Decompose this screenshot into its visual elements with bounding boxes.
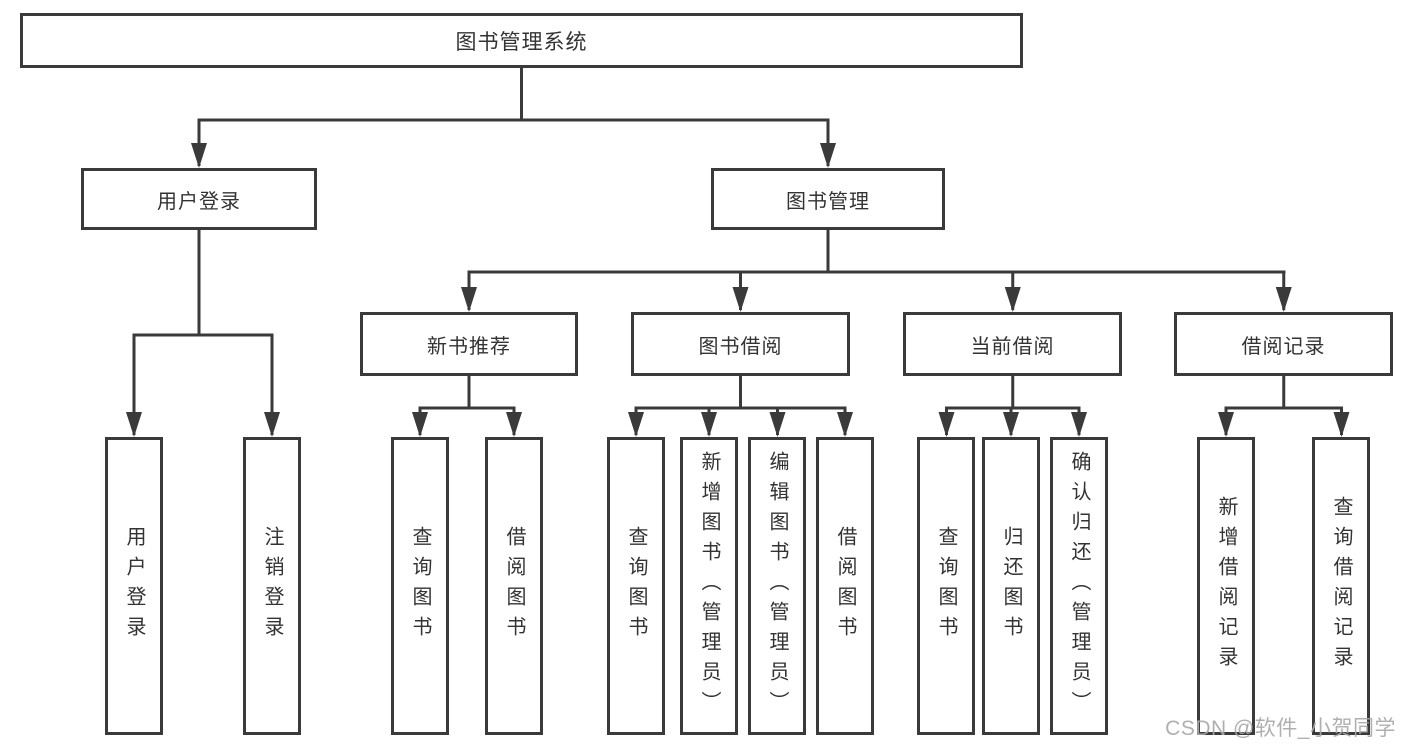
node-current-borrow: 当前借阅 xyxy=(903,312,1122,376)
node-user-login: 用户登录 xyxy=(81,168,317,230)
leaf-return-books: 归还图书 xyxy=(982,437,1040,735)
leaf-confirm-return-admin: 确认归还（管理员） xyxy=(1050,437,1108,735)
leaf-query-books-current: 查询图书 xyxy=(917,437,975,735)
leaf-query-books-borrow: 查询图书 xyxy=(607,437,665,735)
leaf-logout: 注销登录 xyxy=(243,437,301,735)
node-new-book-recommend: 新书推荐 xyxy=(360,312,578,376)
connector-arrowheads xyxy=(126,143,1350,437)
node-library-management-system: 图书管理系统 xyxy=(20,13,1023,68)
leaf-add-books-admin: 新增图书（管理员） xyxy=(680,437,738,735)
leaf-edit-books-admin: 编辑图书（管理员） xyxy=(748,437,806,735)
leaf-query-books-recommend: 查询图书 xyxy=(391,437,449,735)
node-borrow-records: 借阅记录 xyxy=(1174,312,1393,376)
leaf-user-login: 用户登录 xyxy=(105,437,163,735)
connector-lines xyxy=(132,68,1343,435)
node-book-borrow: 图书借阅 xyxy=(631,312,850,376)
leaf-add-borrow-record: 新增借阅记录 xyxy=(1197,437,1255,735)
leaf-borrow-books: 借阅图书 xyxy=(816,437,874,735)
leaf-borrow-books-recommend: 借阅图书 xyxy=(485,437,543,735)
leaf-query-borrow-record: 查询借阅记录 xyxy=(1312,437,1370,735)
node-book-management: 图书管理 xyxy=(711,168,945,230)
watermark: CSDN @软件_小贺同学 xyxy=(1165,717,1396,740)
